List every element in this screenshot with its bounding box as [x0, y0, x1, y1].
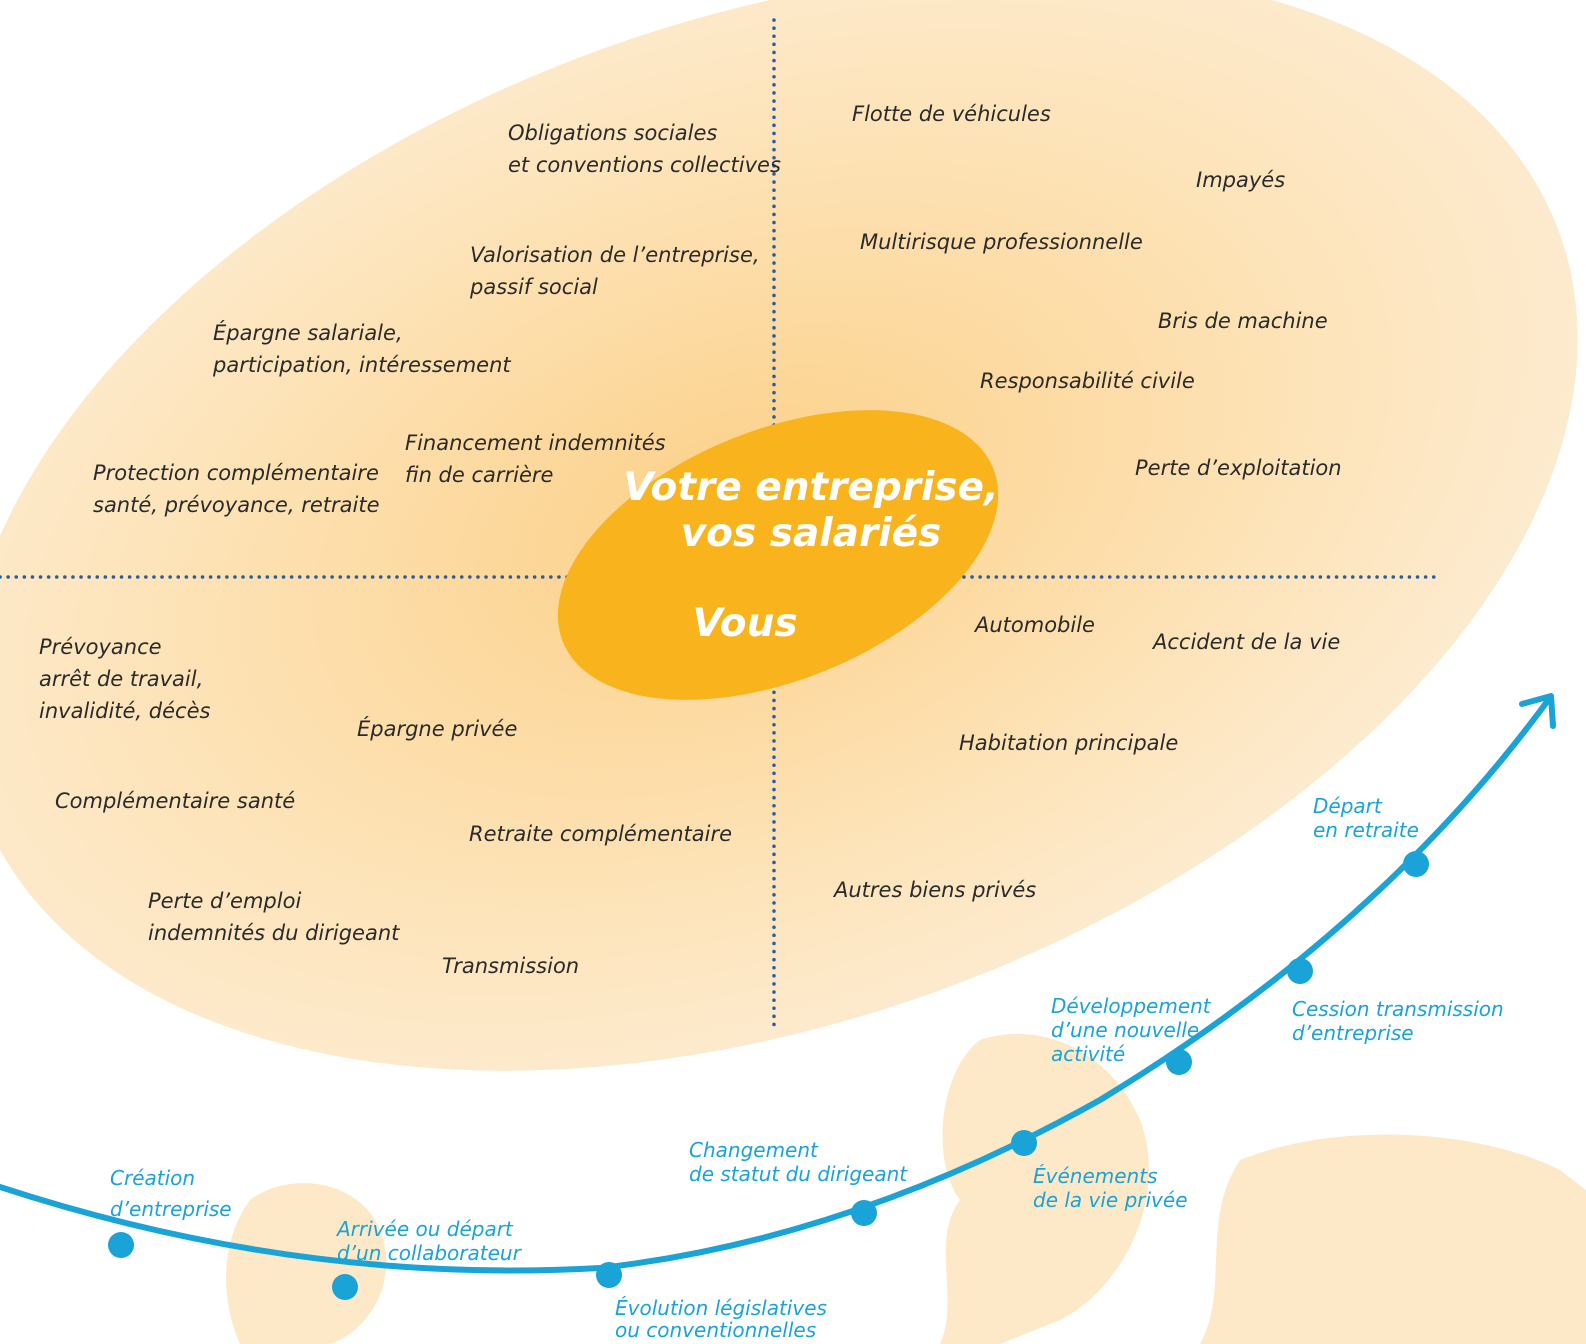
item-line: et conventions collectives	[508, 153, 781, 177]
background-silhouettes	[226, 1033, 1586, 1344]
quadrant-vous-biens: Automobile Accident de la vie Habitation…	[832, 613, 1340, 902]
event-line: d’entreprise	[110, 1197, 232, 1221]
item-line: Perte d’emploi	[148, 889, 301, 913]
event-line: Changement	[689, 1138, 819, 1162]
item-line: passif social	[469, 275, 598, 299]
event-line: d’un collaborateur	[337, 1241, 523, 1265]
timeline-event: Cession transmission d’entreprise	[1292, 997, 1510, 1045]
timeline-dot	[1166, 1049, 1192, 1075]
quad-item: Épargne salariale, participation, intére…	[212, 320, 511, 377]
event-line: Cession transmission	[1292, 997, 1504, 1021]
quad-item: Complémentaire santé	[55, 789, 295, 813]
item-line: Protection complémentaire	[93, 461, 379, 485]
timeline-event: Départ en retraite	[1313, 794, 1419, 842]
timeline-event: Événements de la vie privée	[1033, 1164, 1188, 1212]
quadrant-entreprise-salaries: Obligations sociales et conventions coll…	[93, 121, 781, 517]
quadrant-vous-personnes: Prévoyance arrêt de travail, invalidité,…	[39, 635, 732, 978]
quad-item: Prévoyance arrêt de travail, invalidité,…	[39, 635, 210, 723]
event-line: Évolution législatives	[615, 1296, 827, 1320]
center-subtitle: Vous	[692, 601, 797, 646]
event-line: Arrivée ou départ	[335, 1217, 514, 1241]
quad-item: Obligations sociales et conventions coll…	[508, 121, 781, 177]
quad-item: Protection complémentaire santé, prévoya…	[93, 461, 386, 517]
quad-item: Flotte de véhicules	[852, 102, 1051, 126]
event-line: Création	[110, 1166, 195, 1190]
timeline-dot	[332, 1274, 358, 1300]
timeline-event: Changement de statut du dirigeant	[689, 1138, 908, 1186]
quad-item: Autres biens privés	[832, 878, 1036, 902]
item-line: Obligations sociales	[508, 121, 717, 145]
quad-item: Multirisque professionnelle	[860, 230, 1143, 254]
timeline-curve	[0, 696, 1552, 1274]
quadrant-entreprise-biens: Flotte de véhicules Impayés Multirisque …	[852, 102, 1342, 480]
quad-item: Transmission	[442, 954, 579, 978]
quad-item: Retraite complémentaire	[469, 822, 732, 846]
center-ellipse	[557, 410, 999, 700]
quad-item: Impayés	[1196, 168, 1285, 192]
quad-item: Perte d’exploitation	[1135, 456, 1342, 480]
center-title-line1: Votre entreprise,	[623, 465, 999, 510]
item-line: Financement indemnités	[405, 431, 666, 455]
timeline-event: Arrivée ou départ d’un collaborateur	[335, 1217, 523, 1265]
quad-item: Perte d’emploi indemnités du dirigeant	[148, 889, 400, 945]
event-line: Départ	[1313, 794, 1383, 818]
item-line: indemnités du dirigeant	[148, 921, 400, 945]
item-line: Valorisation de l’entreprise,	[470, 243, 760, 267]
timeline-dot	[596, 1262, 622, 1288]
timeline-arrowhead	[1519, 693, 1556, 729]
quad-item: Valorisation de l’entreprise, passif soc…	[469, 243, 766, 299]
item-line: santé, prévoyance, retraite	[93, 493, 379, 517]
timeline-dot	[1287, 958, 1313, 984]
item-line: arrêt de travail,	[39, 667, 203, 691]
event-line: d’entreprise	[1292, 1021, 1414, 1045]
quad-item: Responsabilité civile	[980, 369, 1195, 393]
quad-item: Financement indemnités fin de carrière	[405, 431, 672, 487]
quad-item: Habitation principale	[959, 731, 1178, 755]
event-line: d’une nouvelle	[1051, 1018, 1199, 1042]
event-line: ou conventionnelles	[615, 1318, 816, 1342]
center-title-line2: vos salariés	[681, 511, 942, 556]
event-line: activité	[1051, 1042, 1125, 1066]
item-line: fin de carrière	[405, 463, 553, 487]
item-line: invalidité, décès	[39, 699, 210, 723]
quad-item: Bris de machine	[1158, 309, 1328, 333]
item-line: Épargne salariale,	[213, 320, 403, 345]
timeline-dot	[851, 1200, 877, 1226]
timeline-event: Évolution législatives ou conventionnell…	[615, 1296, 833, 1342]
event-line: Développement	[1051, 994, 1212, 1018]
timeline-dot	[1403, 851, 1429, 877]
timeline: Création d’entreprise Arrivée ou départ …	[0, 693, 1556, 1342]
quad-item: Accident de la vie	[1151, 630, 1340, 654]
event-line: Événements	[1033, 1164, 1157, 1188]
item-line: participation, intéressement	[212, 353, 511, 377]
quad-item: Épargne privée	[357, 716, 517, 741]
item-line: Prévoyance	[39, 635, 162, 659]
timeline-event: Création d’entreprise	[110, 1166, 232, 1221]
timeline-event: Développement d’une nouvelle activité	[1051, 994, 1217, 1066]
event-line: de la vie privée	[1033, 1188, 1188, 1212]
event-line: de statut du dirigeant	[689, 1162, 908, 1186]
quad-item: Automobile	[973, 613, 1095, 637]
timeline-dot	[108, 1232, 134, 1258]
event-line: en retraite	[1313, 818, 1419, 842]
timeline-dot	[1011, 1130, 1037, 1156]
